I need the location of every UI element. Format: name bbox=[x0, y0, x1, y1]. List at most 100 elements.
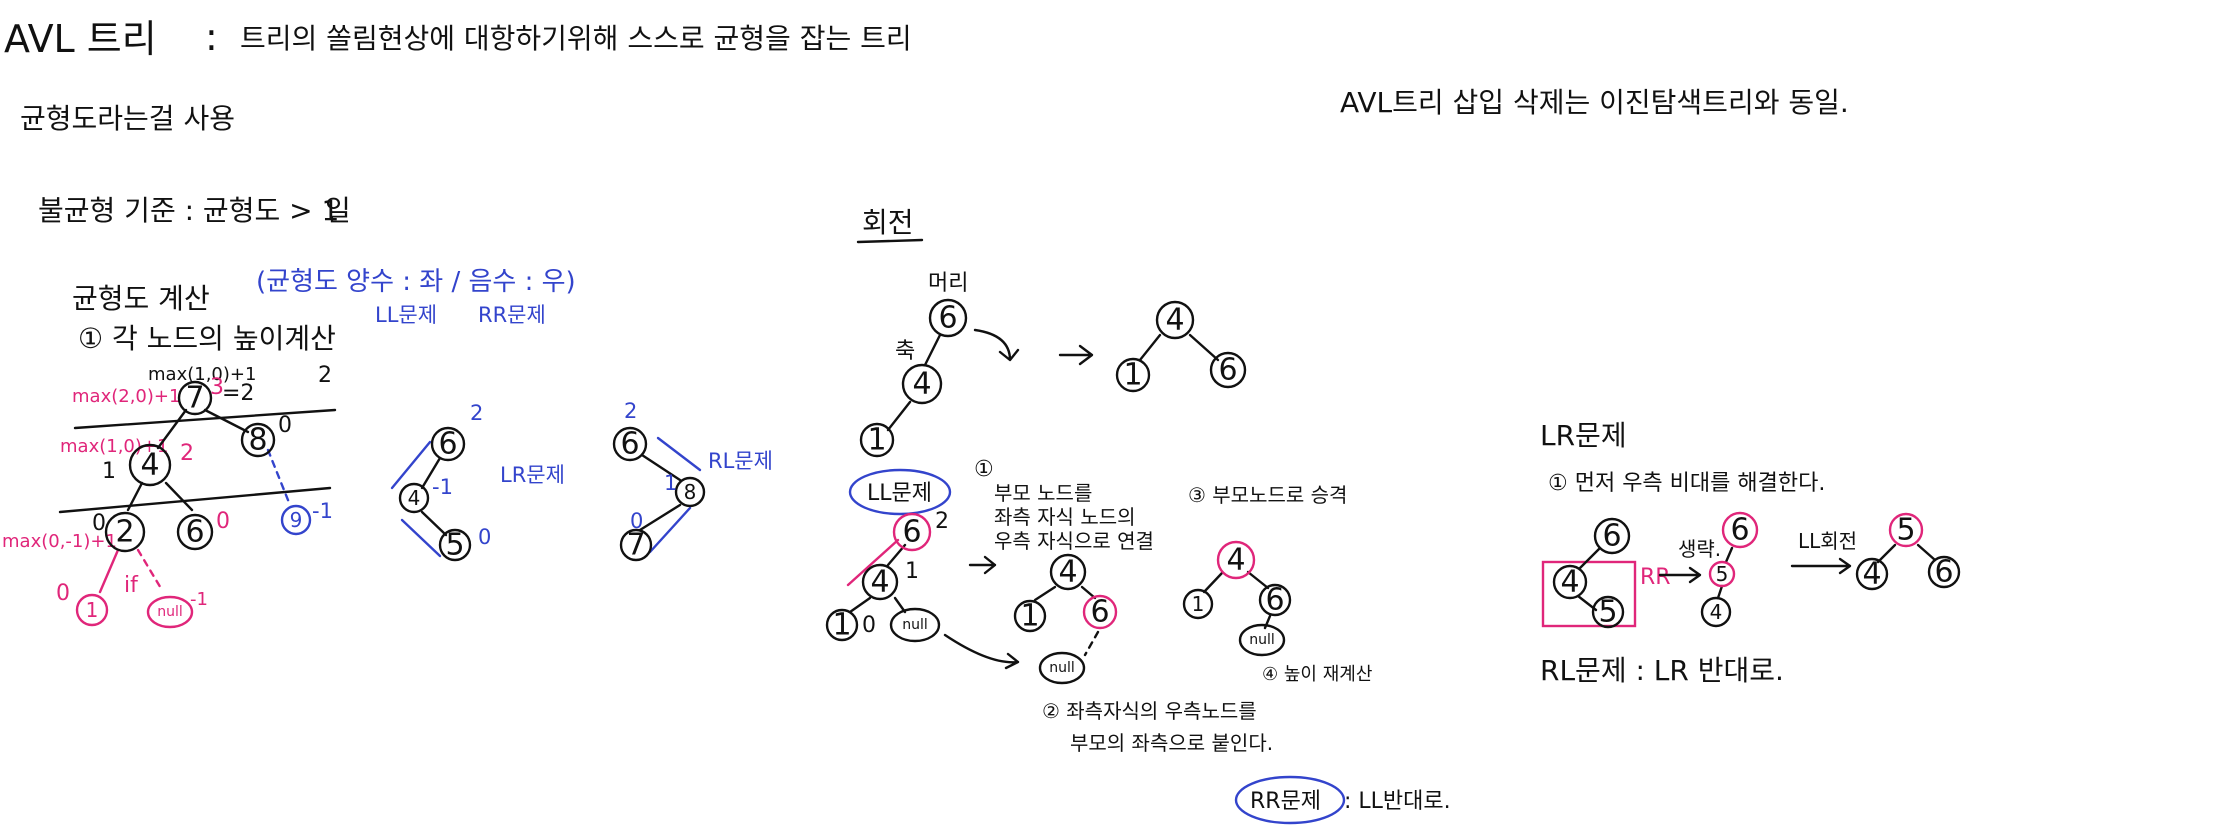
edge bbox=[638, 503, 682, 532]
height-node2: 0 bbox=[92, 511, 106, 536]
svg-text:9: 9 bbox=[290, 508, 303, 532]
rl-bracket bbox=[656, 436, 702, 472]
rl-node-6: 6 bbox=[612, 427, 648, 462]
ll-problem-badge bbox=[848, 468, 952, 516]
svg-text:null: null bbox=[1049, 660, 1075, 676]
rl-height-mid: 1 bbox=[664, 471, 677, 495]
edge bbox=[893, 596, 907, 614]
ll-node-6: 6 bbox=[892, 512, 932, 552]
svg-text:null: null bbox=[1249, 632, 1275, 648]
tree-c-node-6: 6 bbox=[1927, 555, 1961, 590]
svg-text:8: 8 bbox=[248, 423, 267, 458]
svg-text:5: 5 bbox=[1896, 513, 1915, 548]
imbalance-criterion: 불균형 기준 : 균형도 > 1 bbox=[38, 194, 339, 227]
title-colon: : bbox=[205, 15, 218, 59]
tree-node-6: 6 bbox=[176, 513, 214, 551]
step2-line2: 부모의 좌측으로 붙인다. bbox=[1070, 731, 1273, 755]
svg-text:5: 5 bbox=[445, 528, 464, 563]
rl-height-top: 2 bbox=[624, 399, 637, 423]
svg-text:1: 1 bbox=[1123, 358, 1142, 393]
rotation-arrow-icon bbox=[973, 328, 1020, 362]
svg-text:6: 6 bbox=[185, 515, 204, 550]
lr-height-bottom: 0 bbox=[478, 525, 491, 549]
ll-height-1: 0 bbox=[862, 613, 876, 638]
step1-line3: 우측 자식으로 연결 bbox=[994, 529, 1154, 553]
svg-text:8: 8 bbox=[684, 480, 697, 504]
height-node9: -1 bbox=[312, 499, 333, 523]
edge bbox=[1033, 585, 1057, 602]
svg-text:null: null bbox=[157, 604, 183, 620]
svg-text:6: 6 bbox=[1934, 555, 1953, 590]
step3-label: ③ 부모노드로 승격 bbox=[1188, 483, 1347, 507]
level-line-1 bbox=[73, 408, 337, 430]
svg-text:4: 4 bbox=[1165, 303, 1184, 338]
lr-node-5: 5 bbox=[438, 528, 472, 563]
edge bbox=[848, 596, 872, 614]
ll-node-1: 1 bbox=[825, 608, 859, 643]
rotation-title: 회전 bbox=[862, 206, 914, 239]
balance-calc-title: 균형도 계산 bbox=[72, 282, 210, 315]
svg-text:2: 2 bbox=[115, 515, 134, 550]
tree-a-node-5: 5 bbox=[1591, 595, 1625, 630]
tree-node-7: 7 bbox=[177, 381, 213, 416]
edge bbox=[1138, 333, 1162, 362]
step1-node-1: 1 bbox=[1013, 599, 1047, 634]
svg-text:4: 4 bbox=[1560, 565, 1579, 600]
step1-null-node: null bbox=[1038, 651, 1086, 685]
rr-problem-title: RR문제 bbox=[1250, 789, 1321, 814]
subtitle: 균형도라는걸 사용 bbox=[20, 102, 235, 135]
svg-text:1: 1 bbox=[832, 608, 851, 643]
svg-text:5: 5 bbox=[1716, 562, 1729, 586]
svg-text:4: 4 bbox=[1226, 543, 1245, 578]
svg-text:6: 6 bbox=[1265, 583, 1284, 618]
ex1-node-6: 6 bbox=[928, 298, 968, 338]
svg-text:6: 6 bbox=[902, 515, 921, 550]
svg-text:1: 1 bbox=[1020, 599, 1039, 634]
height-node6: 0 bbox=[216, 509, 230, 534]
svg-text:4: 4 bbox=[1710, 600, 1723, 624]
rl-node-8: 8 bbox=[674, 476, 706, 508]
tree-c-node-5: 5 bbox=[1888, 513, 1924, 548]
step1-node-4: 4 bbox=[1049, 553, 1087, 591]
rl-note: RL문제 : LR 반대로. bbox=[1540, 654, 1784, 687]
height-node4-left: 1 bbox=[102, 459, 116, 484]
level-line-2 bbox=[58, 486, 332, 514]
right-note: AVL트리 삽입 삭제는 이진탐색트리와 동일. bbox=[1340, 86, 1849, 119]
title-main: AVL 트리 bbox=[4, 17, 157, 61]
arrow-right-icon bbox=[1658, 566, 1702, 584]
height-root-right: 2 bbox=[318, 363, 332, 388]
arrow-right-icon bbox=[1058, 344, 1094, 366]
edge bbox=[1578, 546, 1602, 570]
omit-label: 생략. bbox=[1678, 537, 1721, 561]
edge bbox=[156, 408, 188, 450]
ll-height-4: 1 bbox=[905, 559, 919, 584]
lr-height-mid: -1 bbox=[432, 475, 453, 499]
if-label: if bbox=[124, 573, 139, 598]
edge bbox=[136, 548, 164, 592]
equals-two: =2 bbox=[222, 381, 254, 406]
svg-text:4: 4 bbox=[912, 367, 931, 402]
step-height-calc: ① 각 노드의 높이계산 bbox=[78, 322, 336, 355]
svg-text:6: 6 bbox=[1730, 513, 1749, 548]
lr-node-4: 4 bbox=[398, 482, 430, 514]
height-node4-right: 2 bbox=[180, 441, 194, 466]
move-arrow-icon bbox=[943, 633, 1020, 670]
ll-height-6: 2 bbox=[935, 509, 949, 534]
formula-node4: max(1,0)+1 bbox=[60, 436, 168, 457]
height-root: 3 bbox=[210, 375, 224, 400]
ex1-after-node-6: 6 bbox=[1209, 351, 1247, 389]
rr-problem-label: RR문제 bbox=[478, 303, 546, 327]
rr-problem-note: : LL반대로. bbox=[1344, 789, 1451, 814]
lr-problem-label: LR문제 bbox=[500, 463, 565, 487]
lr-step1: ① 먼저 우측 비대를 해결한다. bbox=[1548, 471, 1825, 496]
svg-text:7: 7 bbox=[626, 528, 645, 563]
ex1-after-node-1: 1 bbox=[1115, 358, 1151, 393]
svg-text:6: 6 bbox=[1602, 519, 1621, 554]
tree-a-node-4: 4 bbox=[1552, 565, 1588, 600]
svg-text:1: 1 bbox=[867, 423, 886, 458]
edge bbox=[98, 548, 120, 594]
lr-node-6: 6 bbox=[430, 427, 466, 462]
step3-null-node: null bbox=[1238, 623, 1286, 657]
edge bbox=[164, 481, 194, 512]
